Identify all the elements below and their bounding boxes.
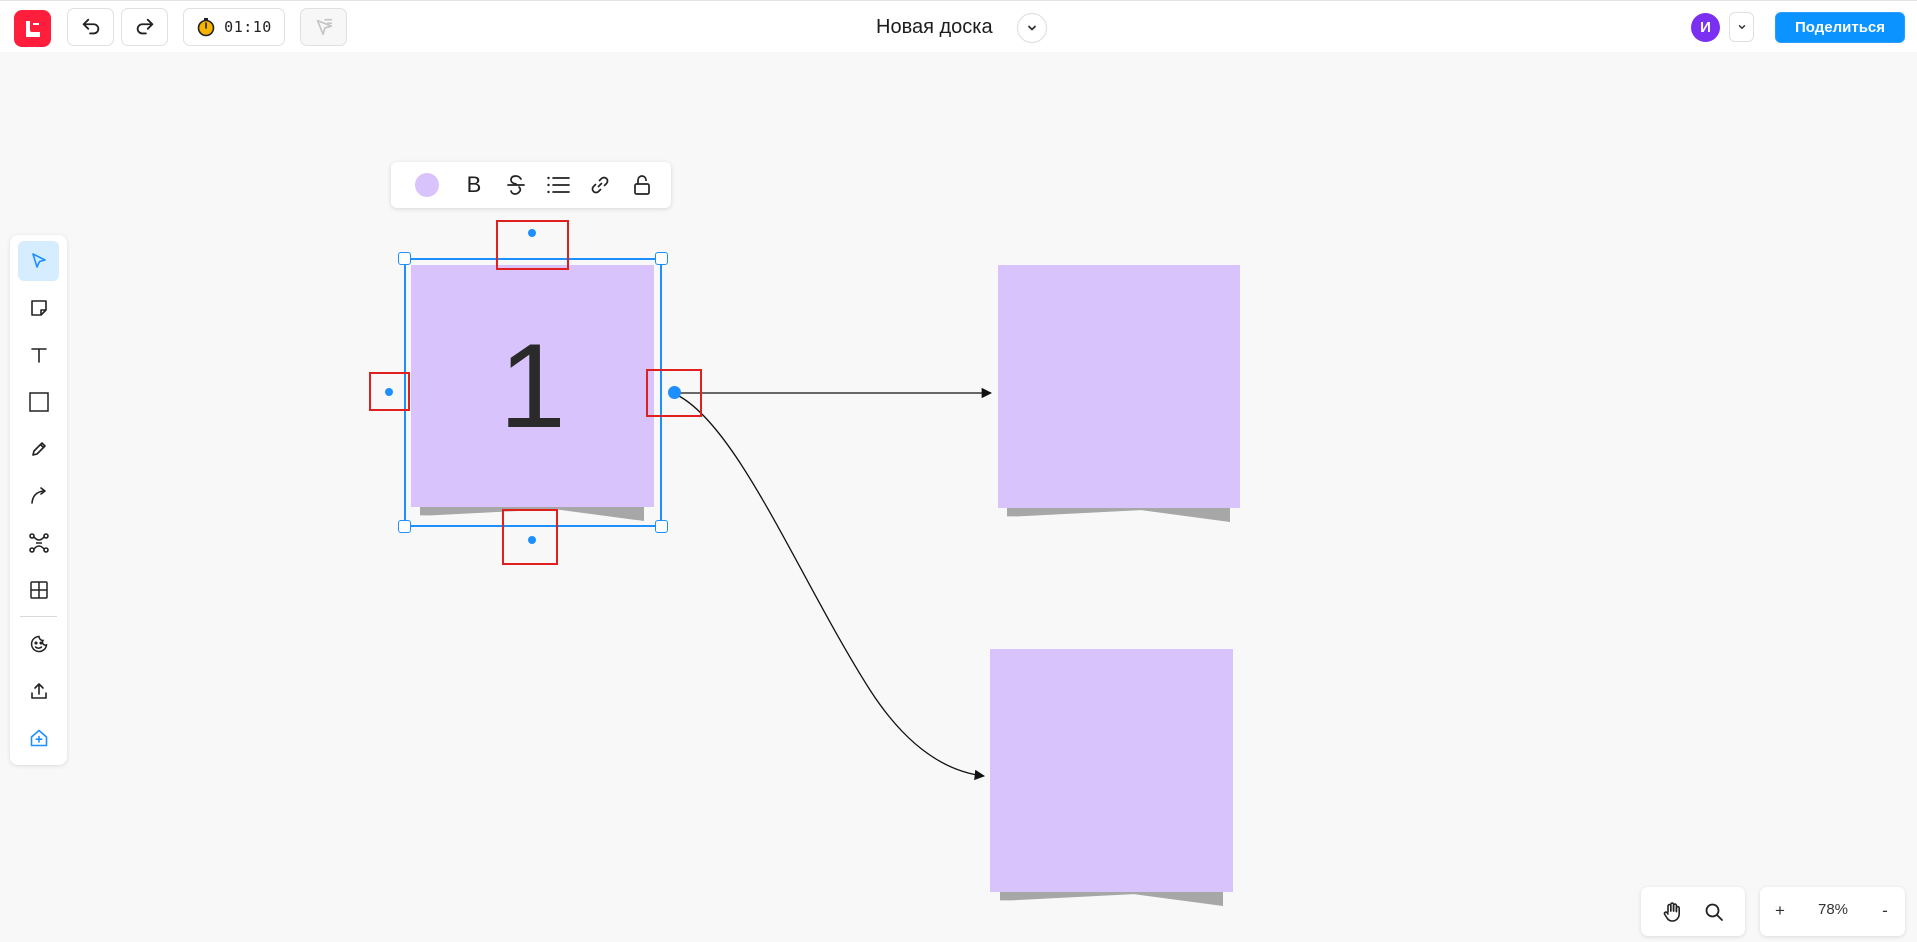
sticky-text bbox=[998, 265, 1240, 508]
link-icon bbox=[591, 176, 609, 194]
color-swatch bbox=[415, 173, 439, 197]
resize-handle-bottom-left[interactable] bbox=[398, 520, 411, 533]
rectangle-icon bbox=[28, 392, 49, 412]
sticky-shadow bbox=[1000, 892, 1223, 906]
timer-value: 01:10 bbox=[224, 18, 272, 36]
resize-handle-top-left[interactable] bbox=[398, 252, 411, 265]
resize-handle-bottom-right[interactable] bbox=[655, 520, 668, 533]
strikethrough-button[interactable] bbox=[500, 169, 532, 201]
zoom-panel: + 78% - bbox=[1760, 887, 1905, 936]
lock-button[interactable] bbox=[626, 169, 658, 201]
navigation-panel bbox=[1641, 887, 1745, 936]
resize-handle-top-right[interactable] bbox=[655, 252, 668, 265]
cursor-flag-icon bbox=[316, 18, 332, 36]
board-title-text: Новая доска bbox=[876, 15, 993, 38]
sticky-note-3[interactable] bbox=[990, 649, 1233, 892]
highlight-box-bottom bbox=[502, 509, 558, 565]
tool-text[interactable] bbox=[18, 335, 59, 375]
sticky-shadow bbox=[1007, 508, 1230, 522]
unlock-icon bbox=[634, 175, 650, 195]
highlight-box-left bbox=[369, 372, 410, 411]
undo-icon bbox=[82, 18, 99, 35]
sticky-note-icon bbox=[30, 300, 47, 316]
strikethrough-icon bbox=[507, 175, 525, 195]
tool-connector[interactable] bbox=[18, 476, 59, 516]
redo-button[interactable] bbox=[121, 8, 168, 46]
app-logo[interactable] bbox=[14, 10, 51, 47]
connector-curved[interactable] bbox=[678, 395, 986, 781]
toolbar-divider bbox=[20, 616, 57, 617]
highlight-box-right bbox=[646, 369, 702, 417]
sticky-note-1[interactable]: 1 bbox=[411, 265, 654, 507]
left-toolbar bbox=[10, 235, 67, 765]
color-picker-button[interactable] bbox=[411, 169, 443, 201]
format-toolbar: B bbox=[391, 162, 671, 208]
sticky-note-2[interactable] bbox=[998, 265, 1240, 508]
search-icon bbox=[1705, 903, 1723, 921]
connector-arrow-icon bbox=[30, 487, 46, 504]
tool-sticky-note[interactable] bbox=[18, 288, 59, 328]
presentation-button[interactable] bbox=[300, 8, 347, 46]
users-menu-button[interactable] bbox=[1729, 12, 1754, 42]
hand-icon bbox=[1663, 902, 1680, 922]
hand-tool-button[interactable] bbox=[1656, 895, 1690, 929]
chevron-down-icon bbox=[1738, 25, 1745, 29]
anchor-dot-left[interactable] bbox=[385, 388, 393, 396]
zoom-out-button[interactable]: - bbox=[1882, 901, 1888, 920]
tool-pen[interactable] bbox=[18, 429, 59, 469]
bullet-list-icon bbox=[547, 176, 570, 194]
zoom-level[interactable]: 78% bbox=[1817, 901, 1849, 918]
user-avatar[interactable]: И bbox=[1691, 13, 1720, 42]
tool-stickers[interactable] bbox=[18, 624, 59, 664]
top-bar: 01:10 Новая доска И Поделиться bbox=[0, 0, 1917, 52]
upload-icon bbox=[30, 683, 47, 699]
undo-button[interactable] bbox=[67, 8, 114, 46]
pencil-icon bbox=[31, 442, 46, 456]
text-icon bbox=[30, 348, 47, 363]
board-menu-button[interactable] bbox=[1017, 13, 1047, 43]
sticky-text: 1 bbox=[499, 319, 566, 453]
home-plus-icon bbox=[30, 729, 47, 747]
highlight-box-top bbox=[496, 220, 569, 270]
tool-upload[interactable] bbox=[18, 671, 59, 711]
stopwatch-icon bbox=[197, 18, 215, 37]
tool-shape[interactable] bbox=[18, 382, 59, 422]
board-title[interactable]: Новая доска bbox=[876, 14, 993, 40]
bullet-list-button[interactable] bbox=[542, 169, 574, 201]
bold-button[interactable]: B bbox=[458, 169, 490, 201]
share-button[interactable]: Поделиться bbox=[1775, 12, 1905, 43]
selection-frame bbox=[404, 258, 662, 527]
sticky-text bbox=[990, 649, 1233, 892]
anchor-dot-bottom[interactable] bbox=[528, 536, 536, 544]
search-button[interactable] bbox=[1697, 895, 1731, 929]
mindmap-icon bbox=[28, 533, 49, 553]
timer-button[interactable]: 01:10 bbox=[183, 8, 285, 46]
tool-table[interactable] bbox=[18, 570, 59, 610]
bold-icon: B bbox=[466, 172, 482, 197]
anchor-dot-top[interactable] bbox=[528, 229, 536, 237]
logo-icon bbox=[25, 20, 40, 37]
chevron-down-icon bbox=[1028, 25, 1036, 31]
sticker-smile-icon bbox=[30, 635, 47, 653]
link-button[interactable] bbox=[584, 169, 616, 201]
redo-icon bbox=[136, 18, 153, 35]
tool-select[interactable] bbox=[18, 241, 59, 281]
anchor-dot-right[interactable] bbox=[668, 386, 681, 399]
table-grid-icon bbox=[29, 581, 48, 599]
tool-templates[interactable] bbox=[18, 718, 59, 758]
cursor-arrow-icon bbox=[31, 253, 46, 268]
zoom-in-button[interactable]: + bbox=[1775, 901, 1785, 920]
tool-mindmap[interactable] bbox=[18, 523, 59, 563]
